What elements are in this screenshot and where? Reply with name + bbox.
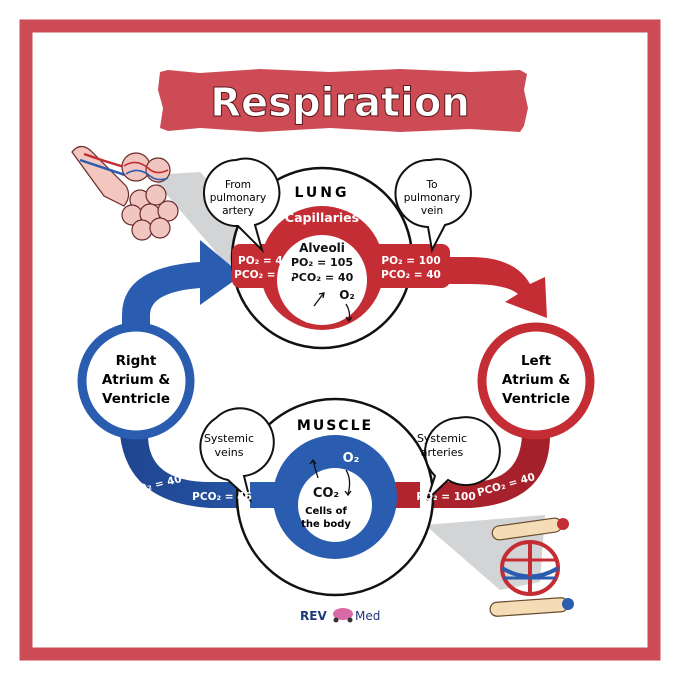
artery-po2-label: PO₂ = 100 bbox=[416, 491, 475, 503]
alveoli-label: Alveoli bbox=[299, 241, 345, 255]
right-heart-line-2: Atrium & bbox=[102, 372, 171, 388]
systemic-veins-callout bbox=[199, 407, 275, 503]
o2-arrow-head bbox=[345, 316, 353, 323]
to-vein-callout bbox=[394, 158, 472, 254]
from-artery-line-1: From bbox=[225, 179, 251, 191]
vein-pco2-label: PCO₂ = 46 bbox=[192, 491, 252, 503]
muscle-label: MUSCLE bbox=[297, 418, 373, 434]
lung-o2-label: O₂ bbox=[339, 288, 354, 302]
muscle-o2-arrow bbox=[344, 469, 352, 497]
alveoli-po2: PO₂ = 105 bbox=[291, 256, 353, 269]
lung-outflow-po2: PO₂ = 100 bbox=[381, 255, 440, 267]
capillary-bed-illustration bbox=[489, 517, 574, 617]
alveoli-illustration bbox=[71, 145, 179, 241]
lung-inflow-pco2: PCO₂ = 46 bbox=[234, 269, 294, 281]
lung-outflow-pco2: PCO₂ = 40 bbox=[381, 269, 441, 281]
from-artery-callout bbox=[203, 157, 281, 254]
left-heart-line-3: Ventricle bbox=[502, 391, 570, 407]
left-heart-line-2: Atrium & bbox=[502, 372, 571, 388]
o2-diffusion-arrow bbox=[345, 303, 351, 321]
left-heart-line-1: Left bbox=[521, 353, 552, 369]
lung-inflow-po2: PO₂ = 40 bbox=[238, 255, 290, 267]
title-banner bbox=[158, 69, 528, 132]
brand-rev: REV bbox=[300, 609, 327, 623]
to-vein-line-3: vein bbox=[421, 205, 443, 217]
co2-arrow-head bbox=[318, 292, 325, 299]
muscle-o2-label: O₂ bbox=[343, 451, 360, 466]
cells-circle bbox=[298, 468, 372, 542]
page-title: Respiration bbox=[210, 80, 470, 126]
capillaries-label: Capillaries bbox=[285, 210, 359, 225]
cells-line-1: Cells of bbox=[305, 506, 347, 517]
right-heart-circle bbox=[77, 322, 195, 440]
lung-co2-label: CO₂ bbox=[304, 313, 326, 326]
right-heart-line-1: Right bbox=[116, 353, 157, 369]
to-vein-line-1: To bbox=[425, 179, 437, 191]
systemic-arteries-line-2: arteries bbox=[421, 446, 464, 459]
systemic-circulation-band bbox=[120, 435, 550, 508]
systemic-veins-line-2: veins bbox=[214, 446, 243, 459]
lung-label: LUNG bbox=[295, 185, 350, 201]
from-artery-line-2: pulmonary bbox=[210, 192, 267, 204]
systemic-arteries-line-1: Systemic bbox=[417, 432, 467, 445]
to-vein-line-2: pulmonary bbox=[404, 192, 461, 204]
page-frame bbox=[19, 19, 661, 661]
co2-diffusion-arrow bbox=[313, 293, 324, 307]
systemic-arteries-callout bbox=[424, 416, 501, 501]
muscle-co2-label: CO₂ bbox=[313, 486, 339, 501]
systemic-veins-line-1: Systemic bbox=[204, 432, 254, 445]
cells-line-2: the body bbox=[301, 519, 351, 530]
alveoli-pco2: PCO₂ = 40 bbox=[291, 271, 354, 284]
brand-med: Med bbox=[355, 609, 380, 623]
muscle-co2-arrow bbox=[309, 458, 319, 479]
right-heart-line-3: Ventricle bbox=[102, 391, 170, 407]
left-heart-circle bbox=[477, 322, 595, 440]
brand-logo-icon bbox=[333, 608, 353, 623]
from-artery-line-3: artery bbox=[222, 205, 254, 217]
alveoli-circle bbox=[277, 235, 367, 325]
deoxygenated-arrow bbox=[122, 240, 242, 330]
